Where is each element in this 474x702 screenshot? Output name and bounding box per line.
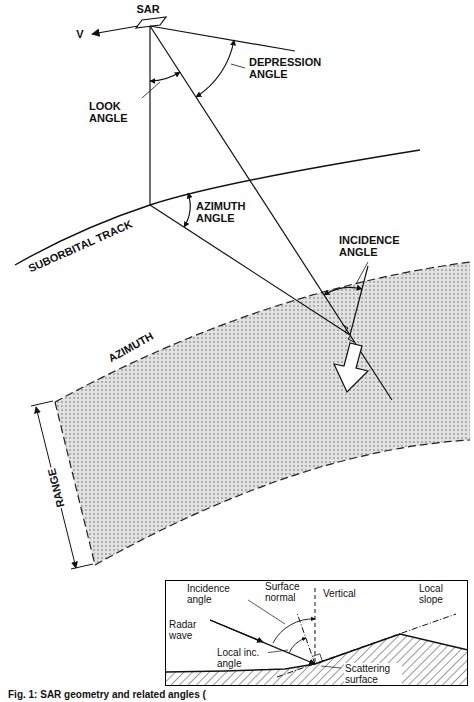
wave-label: Radar wave <box>168 619 210 641</box>
angle-label: LOOK ANGLE <box>88 100 144 124</box>
line-label: Surface normal <box>264 581 312 603</box>
sar-platform <box>92 17 166 34</box>
surface-label: Scattering surface <box>344 663 402 685</box>
angle-label: Local inc. angle <box>216 647 268 669</box>
line-label: Vertical <box>322 588 357 599</box>
geometry-lines <box>142 26 392 400</box>
inset-box: Incidence angle Surface normal VerticalRad… <box>165 580 468 686</box>
angle-label: INCIDENCE ANGLE <box>338 234 432 258</box>
angle-label: DEPRESSION ANGLE <box>248 56 334 80</box>
backscatter-arrow <box>334 343 368 392</box>
platform-label: SAR <box>135 3 160 15</box>
range-dimension <box>31 401 93 569</box>
angle-label: Incidence angle <box>186 583 248 605</box>
figure-caption: Fig. 1: SAR geometry and related angles … <box>8 689 206 700</box>
dimension-label: RANGE <box>45 466 67 509</box>
imaged-swath <box>55 262 470 565</box>
line-label: Local slope <box>418 583 466 605</box>
angle-label: AZIMUTH ANGLE <box>195 200 261 224</box>
track-label: SUBORBITAL TRACK <box>25 217 135 275</box>
velocity-label: V <box>75 28 84 40</box>
